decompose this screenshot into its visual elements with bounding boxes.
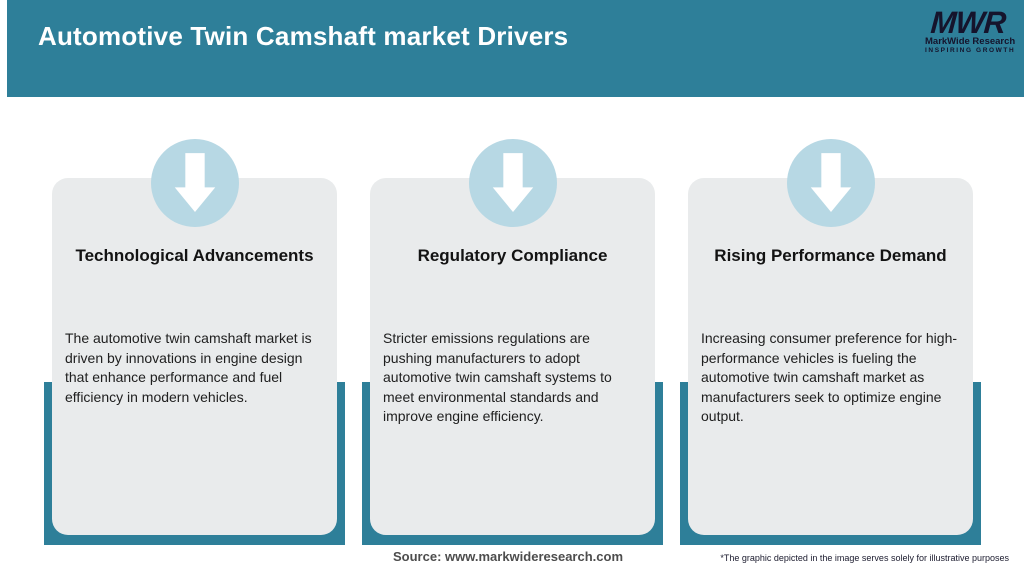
driver-card-technological-advancements: Technological Advancements The automotiv… bbox=[44, 139, 345, 545]
source-text: Source: www.markwideresearch.com bbox=[393, 549, 624, 564]
driver-card-rising-performance-demand: Rising Performance Demand Increasing con… bbox=[680, 139, 981, 545]
card-panel bbox=[370, 178, 655, 535]
arrow-down-icon bbox=[468, 139, 557, 227]
card-title: Rising Performance Demand bbox=[714, 246, 947, 265]
card-text: The automotive twin camshaft market is d… bbox=[65, 330, 312, 405]
card-panel bbox=[52, 178, 337, 535]
card-title: Regulatory Compliance bbox=[417, 246, 608, 265]
card-text: Increasing consumer preference for high-… bbox=[701, 330, 958, 424]
logo-acronym: MWR bbox=[929, 5, 1007, 40]
card-title: Technological Advancements bbox=[75, 246, 314, 265]
card-panel bbox=[688, 178, 973, 535]
logo-tagline: INSPIRING GROWTH bbox=[925, 47, 1016, 54]
page-title: Automotive Twin Camshaft market Drivers bbox=[38, 21, 569, 51]
logo-name: MarkWide Research bbox=[925, 36, 1016, 47]
arrow-down-icon bbox=[786, 139, 875, 227]
disclaimer-text: *The graphic depicted in the image serve… bbox=[720, 553, 1009, 563]
header-bar: Automotive Twin Camshaft market Drivers … bbox=[7, 0, 1024, 97]
arrow-down-icon bbox=[150, 139, 239, 227]
driver-card-regulatory-compliance: Regulatory Compliance Stricter emissions… bbox=[362, 139, 663, 545]
markwide-logo: MWR MarkWide Research INSPIRING GROWTH bbox=[925, 5, 1016, 55]
card-text: Stricter emissions regulations are pushi… bbox=[383, 330, 612, 424]
